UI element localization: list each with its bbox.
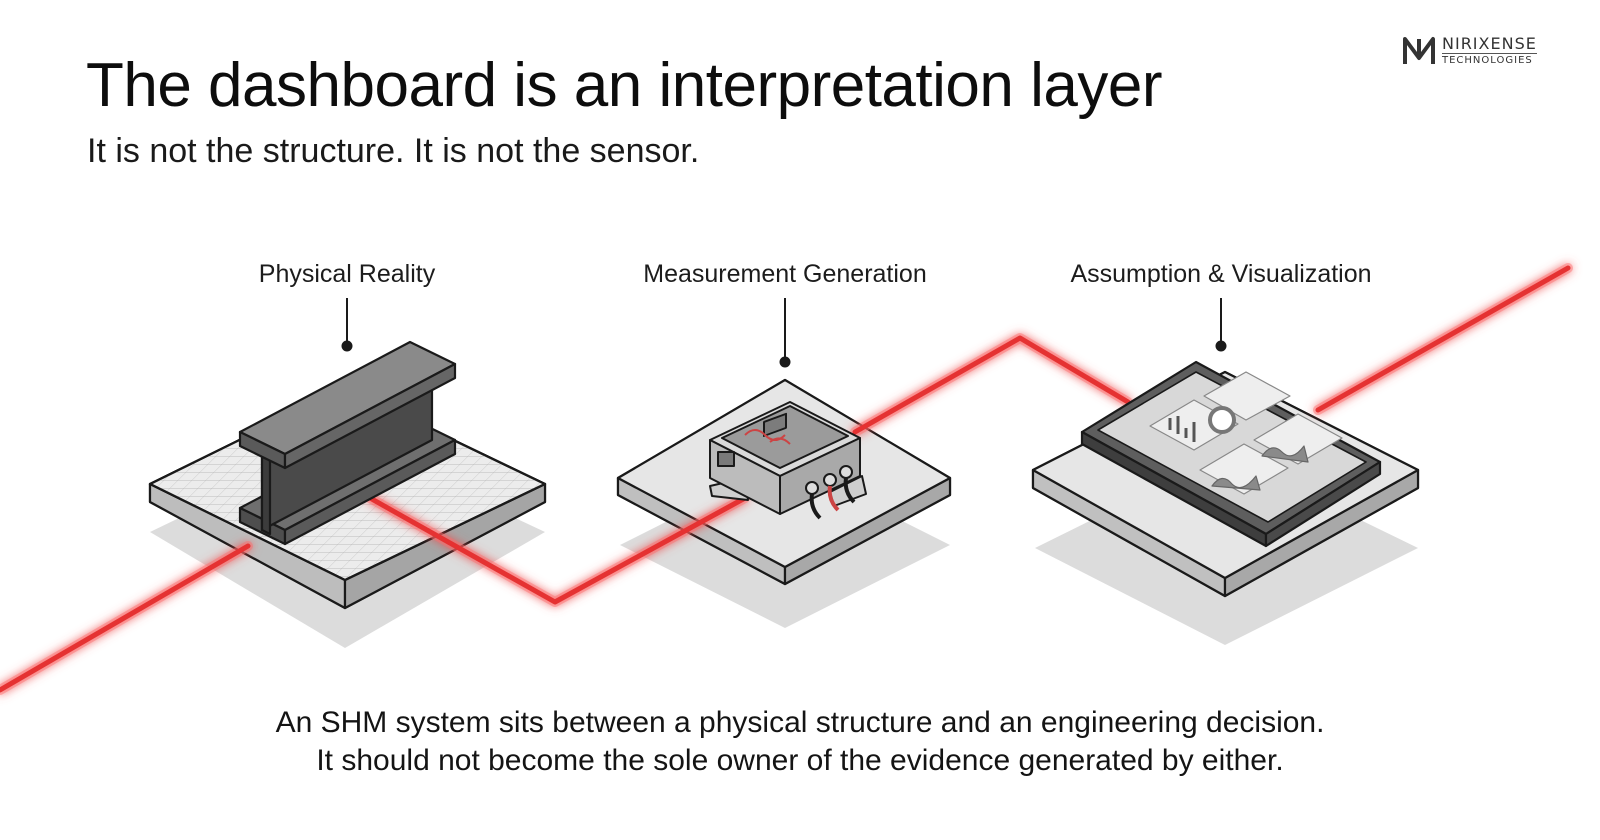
brand-text: NIRIXENSE TECHNOLOGIES: [1442, 36, 1537, 66]
brand-tagline: TECHNOLOGIES: [1442, 55, 1533, 66]
brand-name: NIRIXENSE: [1442, 34, 1537, 54]
stage-label-physical-reality: Physical Reality: [258, 260, 436, 288]
dashboard-widgets: [1149, 371, 1343, 495]
caption-line-2: It should not become the sole owner of t…: [316, 744, 1284, 777]
dashboard-tablet-icon: [1080, 360, 1382, 548]
signal-path: [0, 263, 1573, 695]
stage-label-assumption-visualization: Assumption & Visualization: [1070, 260, 1372, 288]
label-leaders: [341, 298, 1227, 368]
page-subtitle: It is not the structure. It is not the s…: [87, 132, 700, 170]
steel-i-beam-icon: [238, 340, 457, 546]
sensor-junction-box-icon: [709, 401, 867, 520]
caption-line-1: An SHM system sits between a physical st…: [275, 706, 1325, 739]
nirixense-logo-icon: [1403, 37, 1435, 64]
stage-label-measurement-generation: Measurement Generation: [643, 260, 927, 288]
brand-logo: NIRIXENSE TECHNOLOGIES: [1402, 36, 1537, 66]
page-title: The dashboard is an interpretation layer: [86, 51, 1163, 120]
